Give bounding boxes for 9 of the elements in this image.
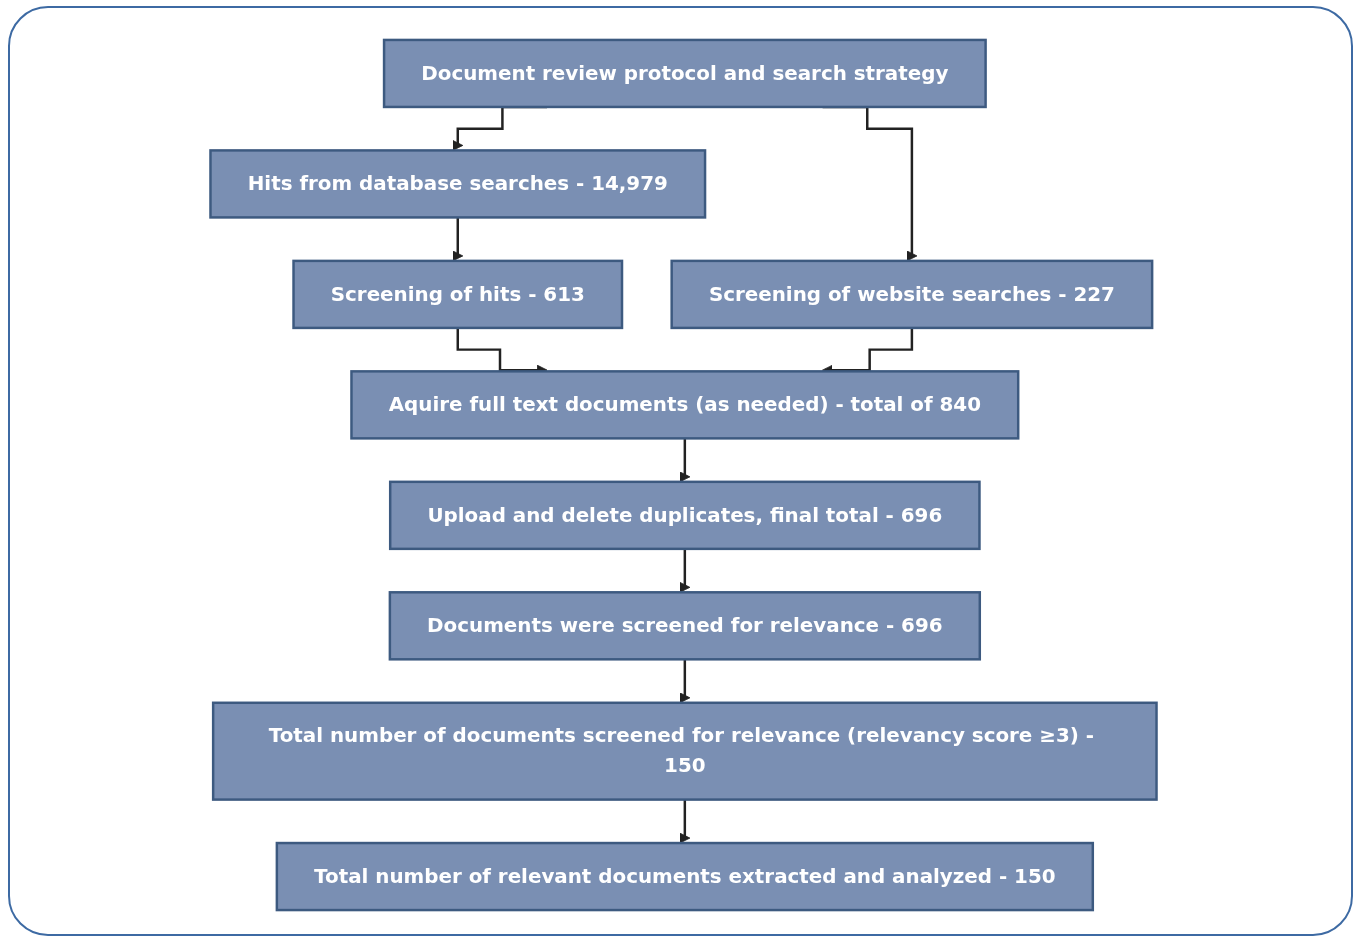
node-box: Document review protocol and search strategy <box>382 38 987 109</box>
node-box: Screening of hits - 613 <box>292 259 624 330</box>
node-box: Screening of website searches - 227 <box>670 259 1154 330</box>
node-box: Aquire full text documents (as needed) - total of 840 <box>350 370 1020 440</box>
node-box: Total number of relevant documents extracted and analyzed - 150 <box>275 841 1095 912</box>
node-box: Upload and delete duplicates, final total - 696 <box>388 480 981 551</box>
node-box: Hits from database searches - 14,979 <box>209 149 707 219</box>
node-box: Total number of documents screened for relevance (relevancy score ≥3) - 150 <box>211 701 1158 801</box>
node-box: Documents were screened for relevance - 696 <box>388 591 982 661</box>
